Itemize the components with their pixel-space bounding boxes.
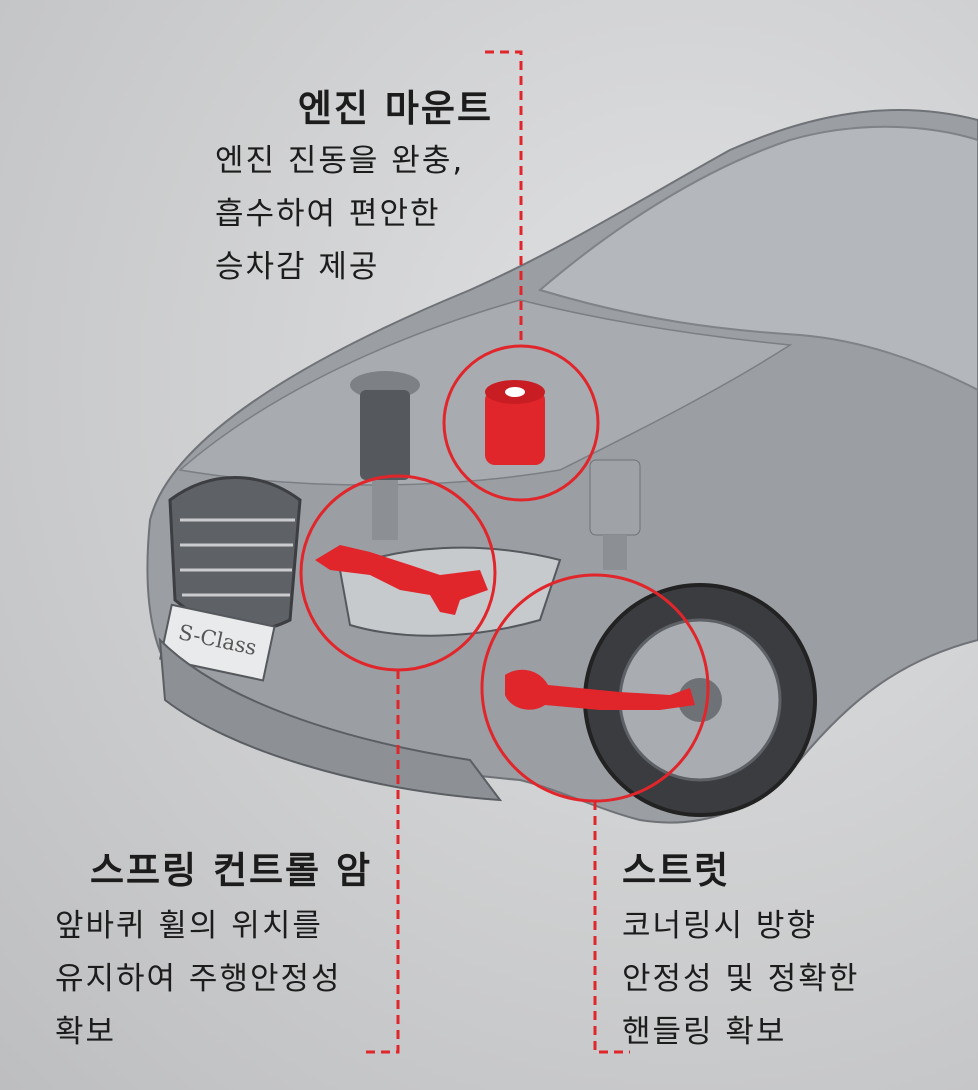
strut-title: 스트럿 bbox=[622, 849, 731, 892]
spring-control-arm-leader bbox=[362, 670, 400, 1054]
engine-mount-description: 엔진 진동을 완충, 흡수하여 편안한 승차감 제공 bbox=[215, 143, 465, 285]
grille bbox=[168, 476, 302, 632]
spring-control-arm-title: 스프링 컨트롤 암 bbox=[89, 849, 372, 892]
strut-leader bbox=[593, 801, 630, 1054]
engine-mount-part bbox=[485, 380, 545, 465]
hood bbox=[178, 299, 793, 486]
spring-control-arm-description: 앞바퀴 휠의 위치를 유지하여 주행안정성 확보 bbox=[55, 908, 342, 1050]
engine-mount-leader bbox=[485, 50, 523, 346]
engine-mount-circle bbox=[442, 344, 600, 502]
spring-control-arm-part bbox=[315, 545, 488, 615]
license-plate bbox=[159, 603, 276, 682]
grille-bars bbox=[180, 518, 295, 597]
windshield bbox=[537, 125, 978, 392]
strut-assembly bbox=[350, 371, 420, 540]
front-bumper bbox=[158, 637, 503, 802]
engine-mount-title: 엔진 마운트 bbox=[297, 87, 493, 130]
strut-part bbox=[505, 669, 695, 710]
strut-description: 코너링시 방향 안정성 및 정확한 핸들링 확보 bbox=[622, 908, 860, 1050]
rear-shock bbox=[589, 459, 641, 570]
